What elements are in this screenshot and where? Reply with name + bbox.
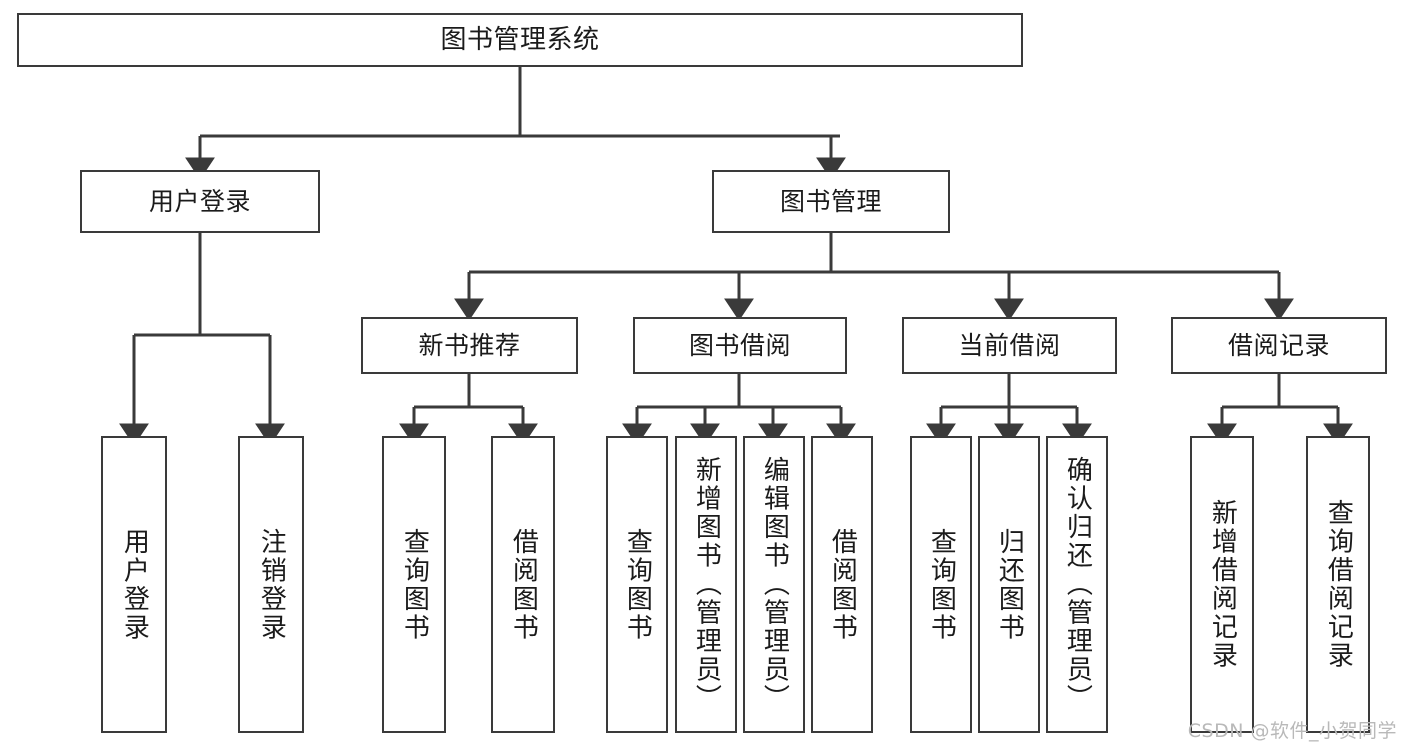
node-borrow-record[interactable]: 借阅记录 [1171,317,1387,374]
node-leaf-add-book[interactable]: 新增图书（管理员） [675,436,737,733]
node-book-management[interactable]: 图书管理 [712,170,950,233]
node-leaf-borrow-book-2[interactable]: 借阅图书 [811,436,873,733]
node-leaf-user-logout[interactable]: 注销登录 [238,436,304,733]
node-leaf-add-record[interactable]: 新增借阅记录 [1190,436,1254,733]
node-leaf-borrow-book-1[interactable]: 借阅图书 [491,436,555,733]
node-leaf-borrow-book-2-label: 借阅图书 [827,527,858,642]
node-leaf-confirm-return-label: 确认归还（管理员） [1062,456,1093,713]
node-book-borrow[interactable]: 图书借阅 [633,317,847,374]
node-leaf-borrow-book-1-label: 借阅图书 [508,527,539,642]
node-leaf-user-login-label: 用户登录 [119,527,150,642]
node-root[interactable]: 图书管理系统 [17,13,1023,67]
node-user-login[interactable]: 用户登录 [80,170,320,233]
node-leaf-add-record-label: 新增借阅记录 [1207,499,1238,670]
node-root-label: 图书管理系统 [440,24,600,55]
node-current-borrow[interactable]: 当前借阅 [902,317,1117,374]
node-leaf-query-book-1-label: 查询图书 [399,527,430,642]
node-leaf-query-book-1[interactable]: 查询图书 [382,436,446,733]
node-leaf-user-login[interactable]: 用户登录 [101,436,167,733]
node-leaf-add-book-label: 新增图书（管理员） [691,456,722,713]
node-leaf-query-record-label: 查询借阅记录 [1323,499,1354,670]
node-user-login-label: 用户登录 [148,186,251,216]
node-current-borrow-label: 当前借阅 [958,330,1061,360]
node-new-book-recommend-label: 新书推荐 [418,330,521,360]
node-leaf-query-record[interactable]: 查询借阅记录 [1306,436,1370,733]
node-leaf-query-book-2[interactable]: 查询图书 [606,436,668,733]
node-leaf-return-book-label: 归还图书 [994,527,1025,642]
node-borrow-record-label: 借阅记录 [1227,330,1330,360]
node-leaf-edit-book[interactable]: 编辑图书（管理员） [743,436,805,733]
node-leaf-edit-book-label: 编辑图书（管理员） [759,456,790,713]
node-leaf-query-book-2-label: 查询图书 [622,527,653,642]
node-book-management-label: 图书管理 [779,186,882,216]
node-leaf-return-book[interactable]: 归还图书 [978,436,1040,733]
node-leaf-query-book-3[interactable]: 查询图书 [910,436,972,733]
node-leaf-user-logout-label: 注销登录 [256,527,287,642]
node-leaf-query-book-3-label: 查询图书 [926,527,957,642]
node-book-borrow-label: 图书借阅 [688,330,791,360]
node-new-book-recommend[interactable]: 新书推荐 [361,317,578,374]
node-leaf-confirm-return[interactable]: 确认归还（管理员） [1046,436,1108,733]
